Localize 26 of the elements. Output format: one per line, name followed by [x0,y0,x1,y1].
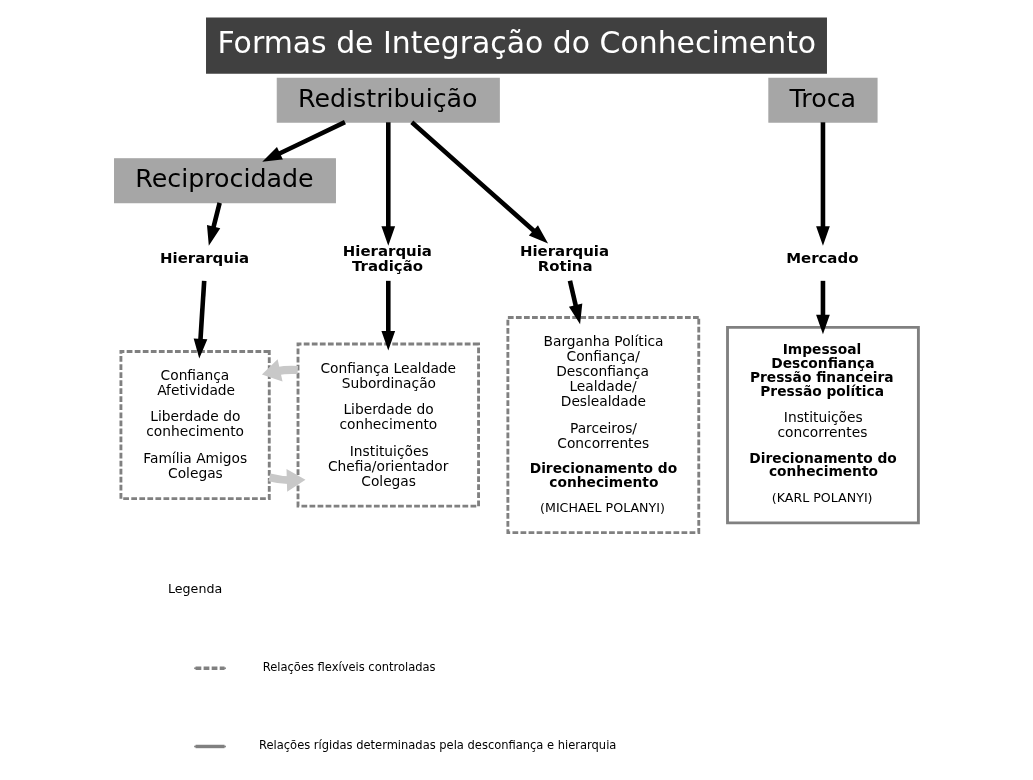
arrow [193,280,208,359]
arrow [816,280,830,335]
node-text: Hierarquia Tradição [342,241,432,275]
node-text: Hierarquia Rotina [519,241,610,275]
arrow [410,120,549,244]
legend-label: Relações rígidas determinadas pela desconfiança e hierarquia [259,738,617,753]
arrow [268,469,306,492]
arrow [567,280,583,325]
node-box: Confiança Lealdade Subordinação Liberdade do conhecimento Instituições Chefia/orientador Colegas [296,342,480,508]
arrow [381,122,396,246]
node-box: Reciprocidade [114,158,336,204]
diagram-title: Formas de Integração do Conhecimento [217,25,817,61]
arrow [816,122,830,246]
arrow [206,202,222,246]
arrow [381,280,396,351]
legend-label: Relações flexíveis controladas [262,660,436,675]
arrow [262,120,346,162]
node-box: Confiança Afetividade Liberdade do conhecimento Família Amigos Colegas [119,350,271,501]
node-box: Troca [768,77,878,123]
node-text: Hierarquia [160,248,250,267]
node-box: Redistribuição [276,77,500,123]
node-box: Impessoal Desconfiança Pressão financeira Pressão política Instituições concorrentes Direcionamento do conhecimento (KARL POLANYI) [726,325,920,525]
node-text: Mercado [786,248,859,267]
label: Legenda [168,581,223,597]
node-box: Barganha Política Confiança/ Desconfiança Lealdade/ Deslealdade Parceiros/ Concorrentes Direcionamento do conhecimento (MICHAEL POLANYI) [506,316,701,535]
arrow [261,359,298,382]
